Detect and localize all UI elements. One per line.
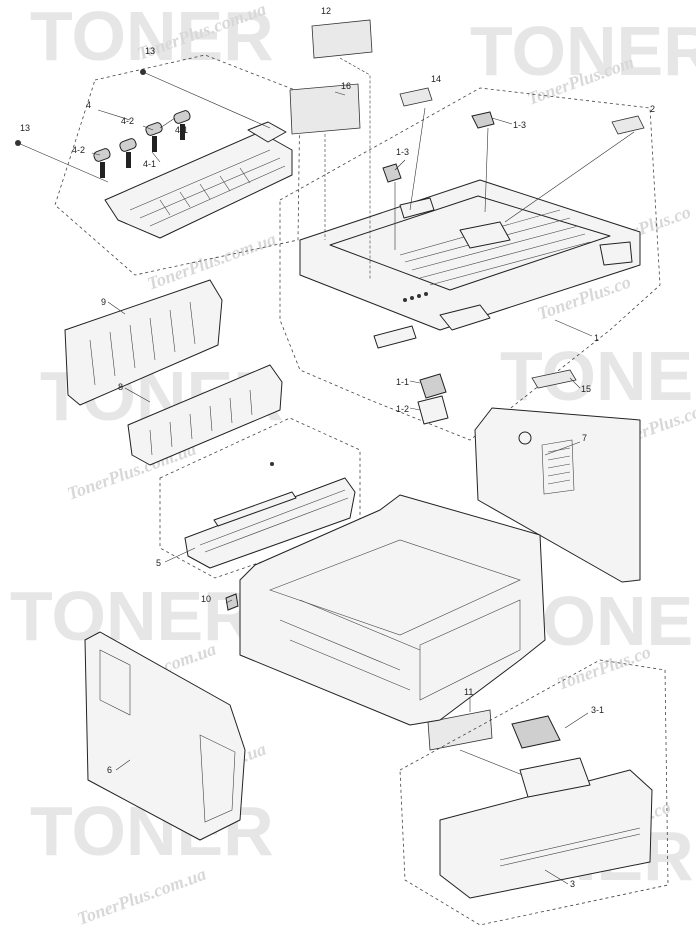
label-sheet-15 — [531, 369, 577, 389]
callout-4-1: 4-1 — [175, 125, 188, 135]
pickup-roller — [119, 138, 137, 152]
screw-13-left — [15, 140, 109, 183]
callout-1-2: 1-2 — [396, 404, 409, 414]
callout-4-2: 4-2 — [72, 145, 85, 155]
roller-shaft — [180, 124, 185, 140]
label-sheet-14 — [399, 87, 433, 107]
callout-8: 8 — [118, 382, 123, 392]
callout-13: 13 — [145, 46, 155, 56]
callout-14: 14 — [431, 74, 441, 84]
callout-1: 1 — [594, 333, 599, 343]
roller-shaft — [100, 162, 105, 178]
main-frame — [239, 494, 546, 726]
group-outline-pickup-assembly — [54, 54, 301, 276]
part-2 — [611, 115, 645, 135]
pickup-roller — [93, 148, 111, 162]
callout-4-1: 4-1 — [143, 159, 156, 169]
pickup-roller — [173, 110, 191, 124]
fuser-unit — [184, 462, 356, 569]
callout-3: 3 — [570, 879, 575, 889]
callout-13: 13 — [20, 123, 30, 133]
callout-2: 2 — [650, 104, 655, 114]
callout-1-1: 1-1 — [396, 377, 409, 387]
callout-9: 9 — [101, 297, 106, 307]
callout-12: 12 — [321, 6, 331, 16]
watermark-brand: TONER — [30, 0, 274, 75]
screw-13-top — [140, 69, 271, 129]
callout-5: 5 — [156, 558, 161, 568]
callout-labels: 12 13 13 16 14 4 4-2 4-1 4-2 4-1 1-3 1-3… — [20, 6, 655, 889]
label-sheet-11 — [427, 709, 493, 751]
roller-shaft — [152, 136, 157, 152]
callout-leaders — [91, 91, 593, 885]
callout-1-3: 1-3 — [513, 120, 526, 130]
watermark-script: TonerPlus.com.ua — [75, 864, 209, 929]
label-sheet-12 — [311, 19, 373, 59]
callout-10: 10 — [201, 594, 211, 604]
button-part-1-1 — [419, 373, 447, 399]
callout-4-2: 4-2 — [121, 116, 134, 126]
paper-guide — [127, 364, 283, 466]
small-part-10 — [225, 593, 239, 611]
callout-3-1: 3-1 — [591, 705, 604, 715]
callout-15: 15 — [581, 384, 591, 394]
roller-shaft — [126, 152, 131, 168]
connector-block — [373, 325, 417, 349]
callout-4: 4 — [86, 100, 91, 110]
callout-16: 16 — [341, 81, 351, 91]
rear-guide — [64, 279, 223, 406]
watermark-brand: TONER — [500, 337, 696, 415]
pickup-roller — [145, 122, 163, 136]
front-cover-insert — [511, 715, 561, 749]
callout-6: 6 — [107, 765, 112, 775]
hinge-part-1-3 — [471, 111, 495, 129]
right-side-cover — [474, 407, 641, 583]
callout-7: 7 — [582, 433, 587, 443]
label-sheet-16 — [289, 83, 361, 135]
group-outline-front-cover — [399, 659, 669, 926]
callout-1-3: 1-3 — [396, 147, 409, 157]
pickup-assembly — [93, 110, 293, 239]
watermark-brand: TONER — [470, 12, 696, 90]
top-cover — [299, 179, 641, 331]
callout-11: 11 — [464, 687, 473, 697]
front-cover — [439, 715, 653, 899]
left-side-cover — [84, 631, 246, 841]
watermark-brand: TONER — [10, 577, 254, 655]
button-holder-1-2 — [417, 395, 449, 425]
